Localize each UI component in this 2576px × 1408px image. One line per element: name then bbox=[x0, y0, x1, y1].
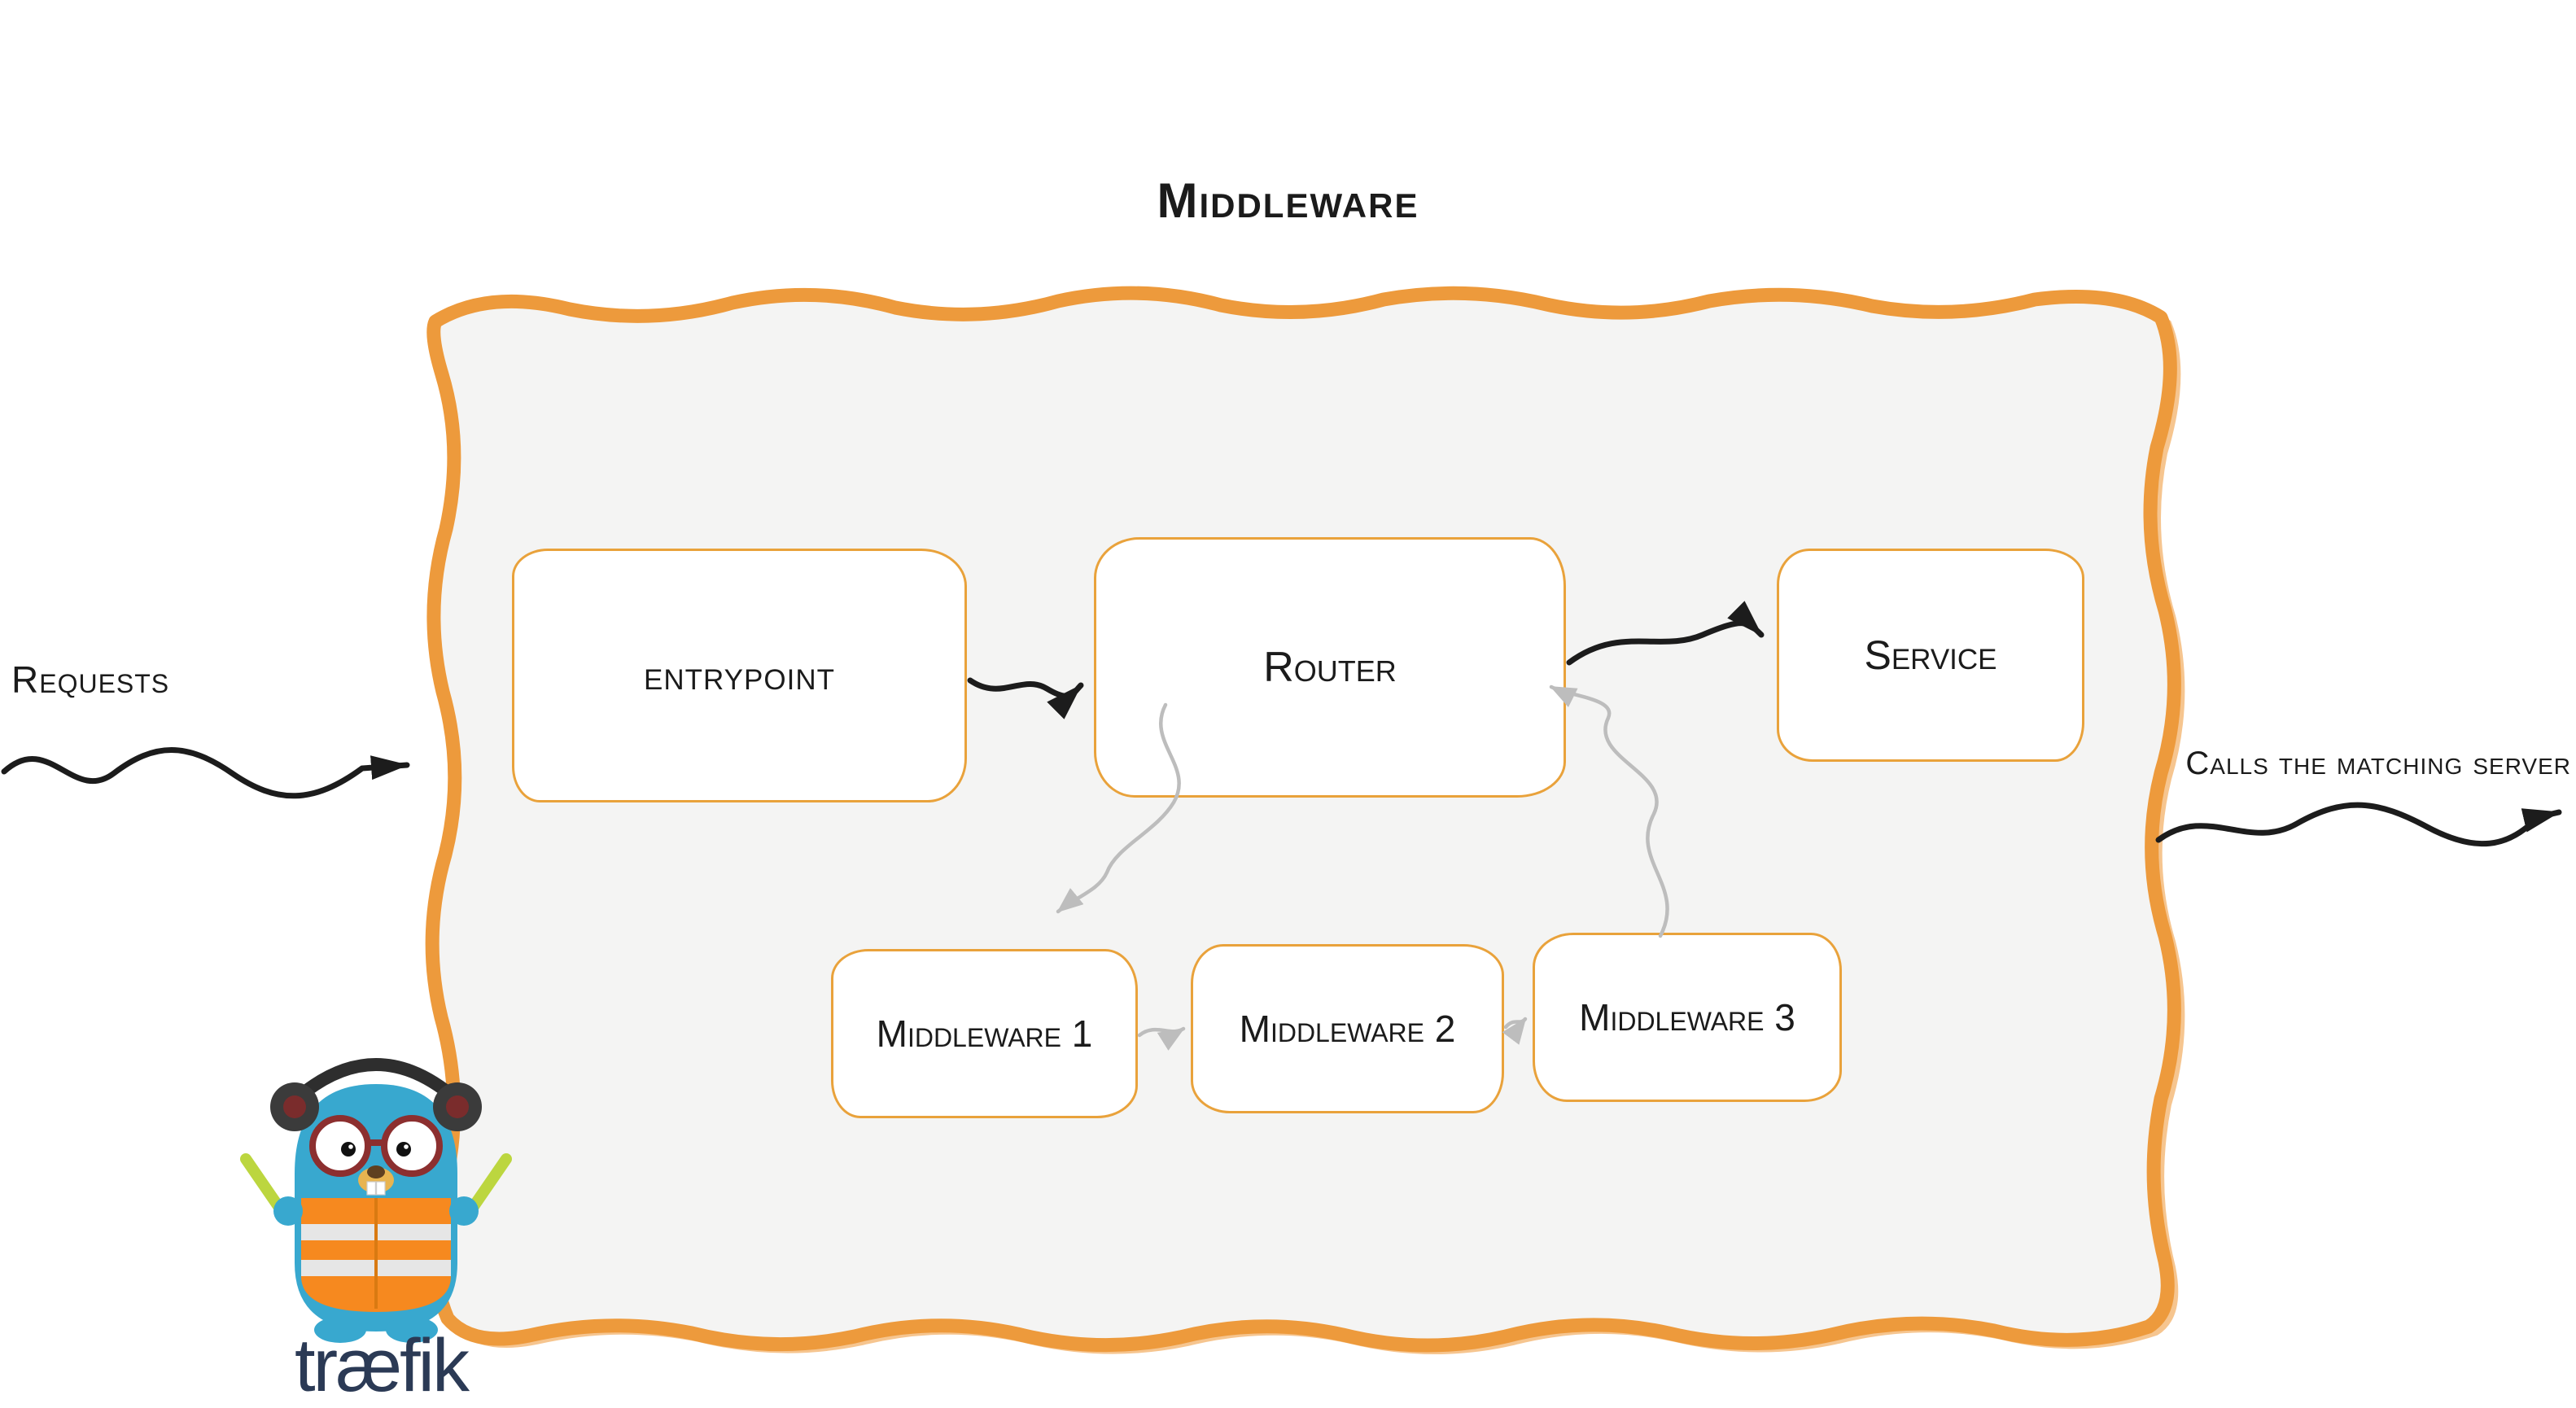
gopher-body bbox=[295, 1084, 457, 1331]
left-earcup-icon bbox=[270, 1082, 319, 1131]
router-node: Router bbox=[1094, 537, 1566, 798]
requests-arrow bbox=[1, 747, 410, 799]
service-node: Service bbox=[1777, 549, 2084, 762]
middleware3-to-router-arrow bbox=[1549, 684, 1669, 938]
diagram-title: Middleware bbox=[1157, 173, 1419, 228]
frame-outline bbox=[425, 286, 2181, 1353]
nose bbox=[367, 1165, 385, 1178]
right-earcup-icon bbox=[433, 1082, 482, 1131]
calls-the-matching-server-label: Calls the matching server bbox=[2185, 746, 2571, 781]
left-pupil bbox=[341, 1142, 356, 1157]
vest-stripe-bottom bbox=[301, 1260, 451, 1276]
right-goggle bbox=[381, 1115, 443, 1177]
router-label: Router bbox=[1263, 644, 1397, 691]
middleware-1-label: Middleware 1 bbox=[876, 1012, 1093, 1055]
traefik-gopher-mascot bbox=[240, 1058, 512, 1343]
right-stick bbox=[465, 1153, 512, 1217]
entrypoint-to-router-arrow bbox=[967, 677, 1084, 719]
router-to-service-arrow bbox=[1566, 601, 1765, 666]
service-label: Service bbox=[1864, 632, 1997, 678]
middleware1-to-middleware2-arrow bbox=[1137, 1026, 1186, 1051]
right-pupil bbox=[396, 1142, 411, 1157]
traefik-logo-text: træfik bbox=[295, 1324, 470, 1407]
left-hand bbox=[273, 1196, 303, 1226]
middleware-3-label: Middleware 3 bbox=[1579, 996, 1795, 1039]
vest-stripe-top bbox=[301, 1224, 451, 1240]
left-tooth bbox=[366, 1181, 376, 1196]
headphone-band-icon bbox=[288, 1058, 464, 1107]
muzzle bbox=[358, 1167, 394, 1193]
left-earcup-ring bbox=[283, 1095, 306, 1118]
right-tooth bbox=[376, 1181, 386, 1196]
middleware-3-node: Middleware 3 bbox=[1533, 933, 1842, 1102]
middleware-2-label: Middleware 2 bbox=[1239, 1008, 1456, 1050]
left-glint bbox=[348, 1144, 353, 1149]
right-hand bbox=[449, 1196, 479, 1226]
requests-label: Requests bbox=[11, 658, 170, 701]
middleware2-to-middleware3-arrow bbox=[1502, 1017, 1528, 1045]
right-glint bbox=[404, 1144, 409, 1149]
entrypoint-label: entrypoint bbox=[644, 653, 835, 698]
left-goggle bbox=[309, 1115, 371, 1177]
frame-shadow-stroke bbox=[436, 295, 2185, 1355]
calls-matching-server-arrow bbox=[2155, 802, 2562, 847]
right-earcup-ring bbox=[446, 1095, 469, 1118]
middleware-1-node: Middleware 1 bbox=[831, 949, 1138, 1118]
safety-vest bbox=[301, 1198, 451, 1312]
middleware-2-node: Middleware 2 bbox=[1191, 944, 1504, 1113]
left-stick bbox=[240, 1153, 287, 1217]
entrypoint-node: entrypoint bbox=[512, 549, 967, 802]
